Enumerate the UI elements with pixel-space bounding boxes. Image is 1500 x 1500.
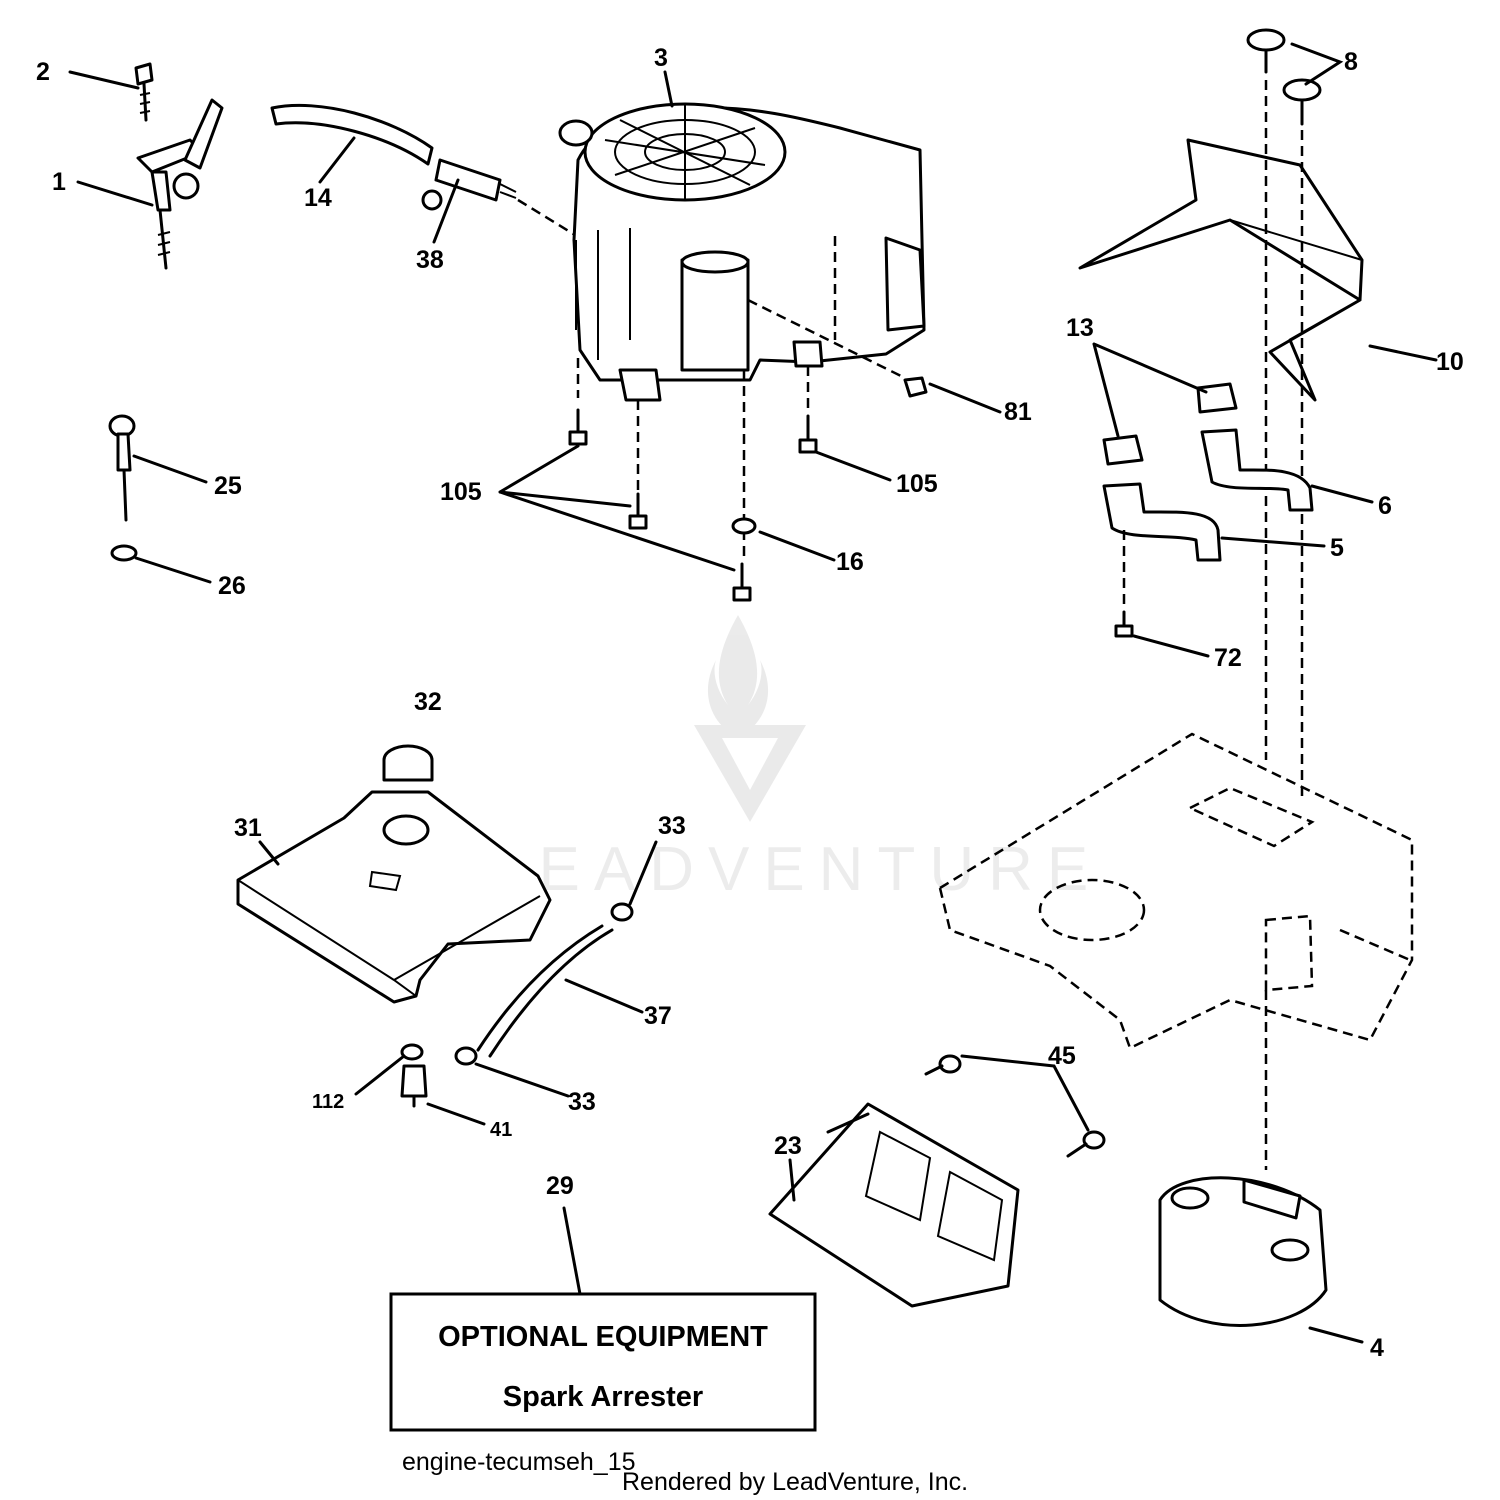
callout-41: 41	[490, 1119, 512, 1141]
muffler	[1158, 1176, 1328, 1327]
callout-32: 32	[414, 688, 442, 716]
callout-26: 26	[218, 572, 246, 600]
render-credit: Rendered by LeadVenture, Inc.	[622, 1468, 968, 1496]
frame-outline	[938, 732, 1414, 1170]
callout-3: 3	[654, 44, 668, 72]
callout-leaders	[68, 42, 1438, 1344]
callout-33-lower: 33	[568, 1088, 596, 1116]
callout-33-upper: 33	[658, 812, 686, 840]
callout-1: 1	[52, 168, 66, 196]
callout-72: 72	[1214, 644, 1242, 672]
optional-equipment-box: OPTIONAL EQUIPMENT Spark Arrester	[389, 1292, 817, 1432]
spark-arrester-screen	[768, 1054, 1106, 1308]
flame-v-logo-icon	[694, 615, 806, 822]
throttle-control-bracket	[134, 62, 224, 270]
fuel-hose-and-valve	[400, 902, 634, 1108]
callout-14: 14	[304, 184, 332, 212]
callout-81: 81	[1004, 398, 1032, 426]
diagram-code: engine-tecumseh_15	[402, 1448, 636, 1476]
callout-6: 6	[1378, 492, 1392, 520]
callout-labels: 1 2 3 4 5 6 8 10 13 14 16 23 25 26 29 31…	[36, 44, 1464, 1362]
watermark-text: LEADVENTURE	[490, 835, 1102, 904]
callout-10: 10	[1436, 348, 1464, 376]
callout-4: 4	[1370, 1334, 1384, 1362]
heat-shield	[1078, 138, 1364, 402]
callout-105-right: 105	[896, 470, 938, 498]
callout-25: 25	[214, 472, 242, 500]
dipstick-and-washer	[108, 414, 138, 562]
optional-equipment-title: OPTIONAL EQUIPMENT	[438, 1321, 768, 1353]
callout-105-left: 105	[440, 478, 482, 506]
callout-37: 37	[644, 1002, 672, 1030]
shield-screws	[1246, 28, 1322, 800]
callout-2: 2	[36, 58, 50, 86]
mounting-bolts	[568, 376, 928, 602]
exhaust-pipes-and-gaskets	[1102, 382, 1314, 638]
callout-112: 112	[312, 1091, 344, 1113]
callout-23: 23	[774, 1132, 802, 1160]
fuel-tank	[236, 744, 552, 1004]
optional-equipment-subtitle: Spark Arrester	[503, 1381, 703, 1413]
callout-31: 31	[234, 814, 262, 842]
callout-8: 8	[1344, 48, 1358, 76]
callout-13: 13	[1066, 314, 1094, 342]
fuel-line-and-fitting	[270, 103, 581, 240]
callout-38: 38	[416, 246, 444, 274]
callout-16: 16	[836, 548, 864, 576]
callout-29: 29	[546, 1172, 574, 1200]
callout-45: 45	[1048, 1042, 1076, 1070]
engine-assembly	[558, 102, 926, 560]
callout-5: 5	[1330, 534, 1344, 562]
